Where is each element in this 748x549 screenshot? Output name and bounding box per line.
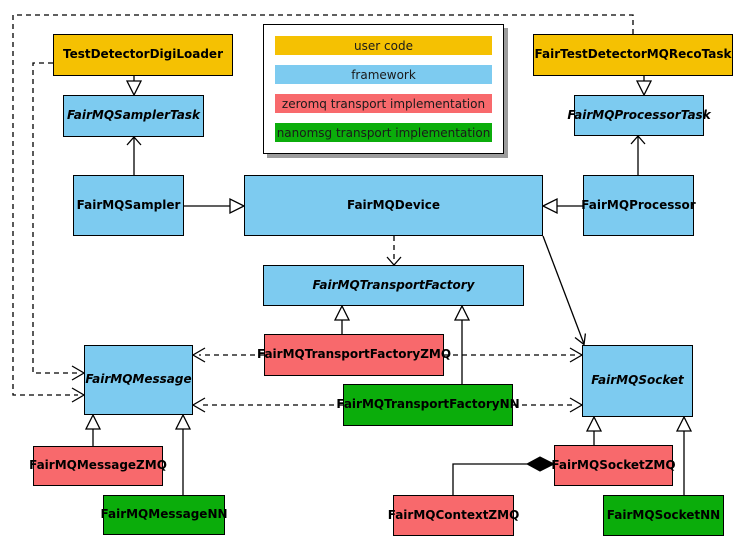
node-testdetectordigiloader: TestDetectorDigiLoader: [53, 34, 233, 76]
legend-label: user code: [354, 38, 413, 53]
node-label: FairMQProcessorTask: [567, 107, 711, 122]
node-fairmqtransportfactory: FairMQTransportFactory: [263, 265, 524, 306]
node-label: FairMQProcessor: [581, 197, 696, 212]
edge-processor-device: [541, 197, 583, 215]
node-label: FairMQTransportFactoryZMQ: [256, 347, 452, 362]
node-fairmqsocketnn: FairMQSocketNN: [603, 495, 724, 536]
node-label: FairMQSocketNN: [606, 507, 721, 522]
node-label: FairMQTransportFactoryNN: [336, 397, 520, 412]
node-label: FairMQTransportFactory: [312, 277, 475, 292]
node-fairtestdetectormqrecotask: FairTestDetectorMQRecoTask: [533, 34, 733, 76]
node-fairmqsampler: FairMQSampler: [73, 175, 184, 236]
edge-tfnn-message: [191, 397, 343, 413]
node-fairmqmessagezmq: FairMQMessageZMQ: [29, 446, 167, 486]
edge-digiloader-samplertask: [125, 76, 143, 97]
legend-label: zeromq transport implementation: [281, 96, 486, 111]
node-label: FairMQDevice: [346, 197, 441, 212]
edge-messagezmq-message: [84, 413, 102, 446]
edge-recotask-processortask: [635, 76, 653, 97]
node-label: FairMQContextZMQ: [387, 507, 520, 522]
node-fairmqtransportfactoryzmq: FairMQTransportFactoryZMQ: [257, 334, 451, 376]
edge-socketnn-socket: [675, 415, 693, 495]
edge-tfzmq-socket: [444, 347, 584, 363]
edge-sampler-samplertask: [126, 136, 142, 175]
edge-socketzmq-socket: [585, 415, 603, 445]
edge-sampler-device: [184, 197, 246, 215]
node-label: FairTestDetectorMQRecoTask: [534, 47, 732, 62]
edge-tfzmq-transportfactory: [333, 304, 351, 334]
legend-label: nanomsg transport implementation: [276, 125, 491, 140]
node-fairmqsocket: FairMQSocket: [582, 345, 693, 417]
node-fairmqsocketzmq: FairMQSocketZMQ: [551, 445, 676, 486]
edge-tfnn-socket: [513, 397, 584, 413]
node-fairmqprocessor: FairMQProcessor: [581, 175, 696, 236]
edge-tfzmq-message: [191, 347, 264, 363]
legend-box: user code framework zeromq transport imp…: [263, 24, 504, 154]
node-fairmqsamplertask: FairMQSamplerTask: [63, 95, 204, 137]
legend-item-zeromq: zeromq transport implementation: [275, 94, 492, 113]
legend-item-nanomsg: nanomsg transport implementation: [275, 123, 492, 142]
node-label: FairMQSocket: [591, 373, 684, 388]
node-label: FairMQSampler: [76, 197, 181, 212]
node-label: FairMQMessageNN: [100, 507, 228, 522]
legend-item-user-code: user code: [275, 36, 492, 55]
edge-contextzmq-socketzmq: [452, 456, 556, 495]
node-fairmqcontextzmq: FairMQContextZMQ: [388, 495, 519, 536]
edge-processor-processortask: [630, 135, 646, 175]
node-fairmqprocessortask: FairMQProcessorTask: [567, 95, 711, 136]
node-label: FairMQSocketZMQ: [551, 457, 676, 472]
node-fairmqmessage: FairMQMessage: [84, 345, 193, 415]
legend-label: framework: [351, 67, 416, 82]
node-label: FairMQSamplerTask: [66, 108, 201, 123]
node-label: TestDetectorDigiLoader: [62, 47, 223, 62]
node-fairmqmessagenn: FairMQMessageNN: [100, 495, 228, 535]
node-fairmqtransportfactorynn: FairMQTransportFactoryNN: [336, 384, 520, 426]
node-label: FairMQMessage: [85, 372, 192, 387]
edge-device-socket: [542, 235, 587, 346]
edge-device-transportfactory: [386, 236, 402, 266]
node-label: FairMQMessageZMQ: [29, 458, 167, 473]
node-fairmqdevice: FairMQDevice: [244, 175, 543, 236]
edge-tfnn-transportfactory: [453, 304, 471, 384]
edge-messagenn-message: [174, 413, 192, 495]
legend-item-framework: framework: [275, 65, 492, 84]
